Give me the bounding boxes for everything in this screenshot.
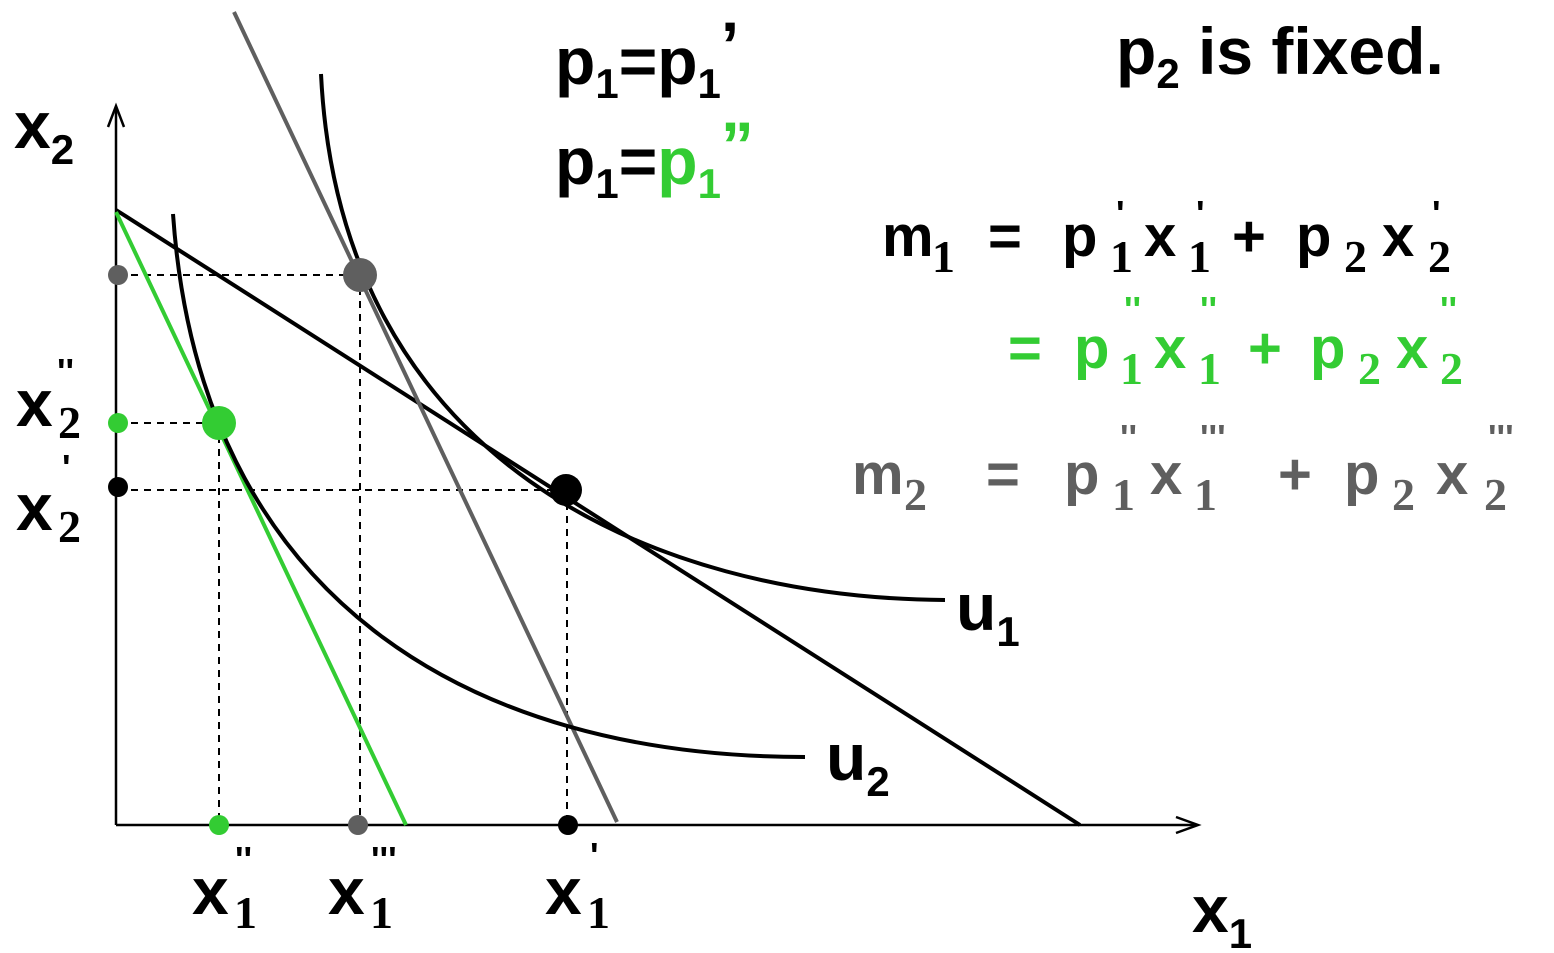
axis-dot-x-black <box>558 815 578 835</box>
svg-text:'': '' <box>1200 289 1217 330</box>
x-axis-arrowhead <box>1175 815 1202 835</box>
svg-text:2: 2 <box>1344 231 1367 282</box>
svg-text:+: + <box>1232 204 1266 269</box>
svg-text:1: 1 <box>1198 343 1221 394</box>
y-axis-label: x2 <box>14 88 74 173</box>
svg-text:''': ''' <box>1200 417 1226 458</box>
svg-text:'': '' <box>1124 289 1141 330</box>
svg-text:1: 1 <box>1188 231 1211 282</box>
indifference-curves <box>171 73 946 759</box>
svg-text:+: + <box>1248 316 1282 381</box>
price-line-new: p1=p1” <box>555 108 754 207</box>
svg-text:=: = <box>988 204 1022 269</box>
axis-dot-y-gray <box>108 265 128 285</box>
p2-fixed-note: p2 is fixed. <box>1116 14 1444 97</box>
svg-text:x: x <box>1382 204 1414 269</box>
budget-line-green <box>114 211 408 826</box>
svg-text:x: x <box>1150 442 1182 507</box>
svg-text:x: x <box>1144 204 1176 269</box>
svg-text:x: x <box>1436 442 1468 507</box>
tick-label-x1-triple: x 1 ''' <box>328 839 397 938</box>
svg-text:2: 2 <box>1440 343 1463 394</box>
budget-line-original <box>114 208 1082 827</box>
svg-text:'': '' <box>1440 289 1457 330</box>
svg-text:': ' <box>1116 193 1125 234</box>
points <box>108 258 582 835</box>
svg-text:1: 1 <box>1120 343 1143 394</box>
indifference-curve-u1 <box>319 73 946 602</box>
tick-label-x2-double: x 2 '' <box>16 351 85 448</box>
svg-text:2: 2 <box>1392 469 1415 520</box>
svg-text:1: 1 <box>1194 469 1217 520</box>
axis-dot-x-gray <box>348 815 368 835</box>
point-gray-optimum <box>343 258 377 292</box>
y-axis-arrowhead <box>106 102 126 128</box>
svg-text:2: 2 <box>1428 231 1451 282</box>
budget-line-gray <box>232 11 619 823</box>
svg-text:m: m <box>882 204 934 269</box>
equation-m1: m 1 = p 1 ' x 1 ' + p 2 x 2 ' <box>882 193 1451 282</box>
indifference-curve-u2 <box>171 213 806 759</box>
svg-text:p: p <box>1310 316 1345 381</box>
point-black-optimum <box>550 474 582 506</box>
svg-text:x: x <box>1154 316 1186 381</box>
equation-green: = p 1 '' x 1 '' + p 2 x 2 '' <box>1008 289 1463 394</box>
svg-text:=: = <box>986 442 1020 507</box>
svg-text:p: p <box>1074 316 1109 381</box>
price-line-original: p1=p1’ <box>555 8 739 107</box>
x-axis-label: x1 <box>1192 872 1252 953</box>
svg-text:p: p <box>1062 204 1097 269</box>
svg-text:1: 1 <box>1110 231 1133 282</box>
curve-label-u1: u1 <box>956 570 1020 655</box>
svg-text:p: p <box>1344 442 1379 507</box>
svg-text:x: x <box>1396 316 1428 381</box>
svg-text:=: = <box>1008 316 1042 381</box>
axes <box>106 102 1202 835</box>
svg-text:': ' <box>1196 193 1205 234</box>
point-green-optimum <box>202 406 236 440</box>
axis-dot-y-black <box>108 477 128 497</box>
budget-lines <box>114 11 1082 827</box>
tick-label-x1-double: x 1 '' <box>192 839 261 938</box>
svg-text:2: 2 <box>1484 469 1507 520</box>
axis-dot-y-green <box>108 413 128 433</box>
svg-text:': ' <box>1432 193 1441 234</box>
svg-text:1: 1 <box>932 231 955 282</box>
tick-label-x2-single: x 2 ' <box>16 447 85 552</box>
tick-label-x1-single: x 1 ' <box>545 835 614 938</box>
equation-m2: m 2 = p 1 '' x 1 ''' + p 2 x 2 ''' <box>852 417 1514 520</box>
svg-text:2: 2 <box>1358 343 1381 394</box>
curve-label-u2: u2 <box>826 720 890 805</box>
svg-text:'': '' <box>1120 417 1137 458</box>
svg-text:''': ''' <box>1488 417 1514 458</box>
svg-text:p: p <box>1064 442 1099 507</box>
svg-text:2: 2 <box>904 469 927 520</box>
svg-text:+: + <box>1278 442 1312 507</box>
svg-text:m: m <box>852 442 904 507</box>
axis-dot-x-green <box>209 815 229 835</box>
svg-text:p: p <box>1296 204 1331 269</box>
svg-text:1: 1 <box>1112 469 1135 520</box>
